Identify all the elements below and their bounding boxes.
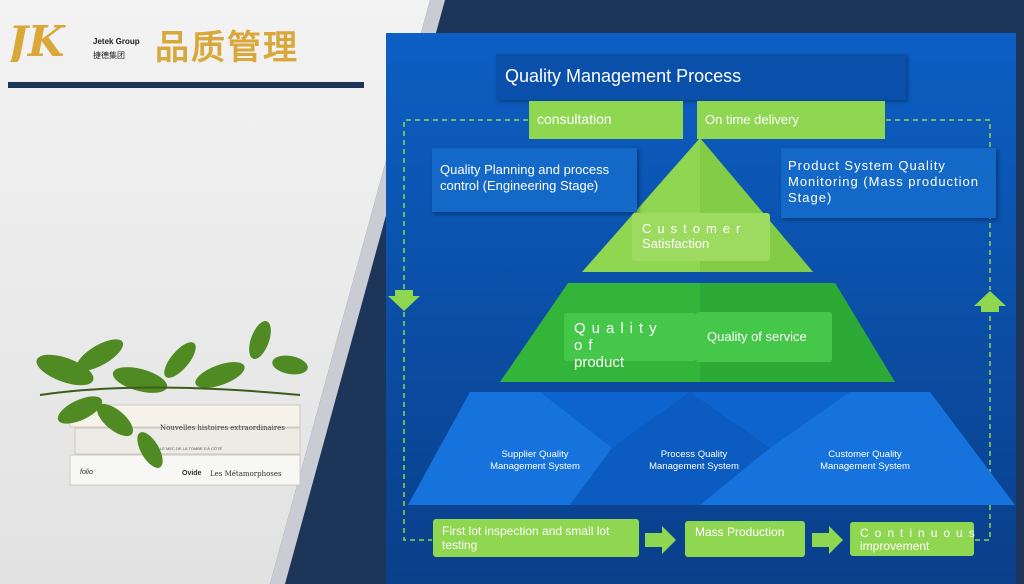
- process-qms-label: Process Quality Management System: [649, 449, 739, 472]
- mass-production-box: Mass Production: [685, 521, 805, 557]
- right-arrow-icon-1: [645, 526, 676, 554]
- svg-text:JK: JK: [8, 18, 66, 62]
- customer-qms-label: Customer Quality Management System: [820, 449, 910, 472]
- quality-of-label: Quality of: [574, 320, 663, 354]
- first-lot-box: First lot inspection and small lot testi…: [433, 519, 639, 557]
- planning-stage-box: Quality Planning and process control (En…: [432, 148, 637, 212]
- up-arrow-icon: [974, 291, 1006, 312]
- logo: JK: [1, 17, 98, 66]
- product-label: product: [574, 354, 625, 371]
- consultation-box: consultation: [529, 101, 683, 139]
- continuous-improvement-box: Continuous improvement: [850, 522, 981, 556]
- book-bottom-series: folio: [80, 469, 93, 476]
- slide-title: 品质管理: [155, 28, 299, 68]
- book-bottom-author: Ovide: [182, 470, 202, 477]
- satisfaction-label: Satisfaction: [642, 236, 710, 251]
- company-name-en: Jetek Group: [93, 37, 140, 46]
- book-top-title: Nouvelles histoires extraordinaires: [160, 424, 285, 432]
- company-name-cn: 捷德集团: [93, 51, 125, 60]
- right-arrow-icon-2: [812, 526, 843, 554]
- quality-of-product-box: Quality of product: [564, 313, 696, 371]
- customer-label: Customer: [642, 221, 747, 236]
- book-middle-title: LE MEC DE LA TOMBE D'À CÔTÉ: [160, 446, 223, 451]
- customer-satisfaction-box: Customer Satisfaction: [632, 213, 770, 261]
- monitoring-stage-box: Product System Quality Monitoring (Mass …: [781, 148, 996, 218]
- jk-logo-icon: JK: [1, 17, 66, 66]
- book-bottom-title: Les Métamorphoses: [210, 470, 282, 478]
- quality-of-service-box: Quality of service: [696, 312, 832, 362]
- on-time-delivery-box: On time delivery: [697, 101, 885, 139]
- down-arrow-icon: [388, 290, 420, 311]
- books-plant-photo: [36, 320, 308, 486]
- improvement-label: improvement: [860, 539, 930, 553]
- diagram-title: Quality Management Process: [496, 54, 906, 100]
- supplier-qms-label: Supplier Quality Management System: [490, 449, 580, 472]
- continuous-label: Continuous: [860, 526, 981, 540]
